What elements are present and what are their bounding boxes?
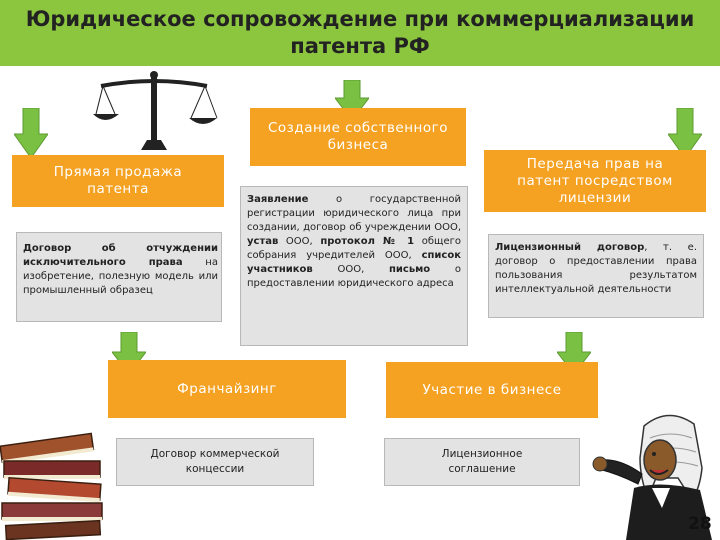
- direct-sale-box: Прямая продажа патента: [12, 155, 224, 207]
- license-transfer-details: Лицензионный договор, т. е. договор о пр…: [488, 234, 704, 318]
- franchising-box: Франчайзинг: [108, 360, 346, 418]
- business-participation-details: Лицензионное соглашение: [384, 438, 580, 486]
- own-business-details: Заявление о государственной регистрации …: [240, 186, 468, 346]
- license-transfer-box: Передача прав на патент посредством лице…: [484, 150, 706, 212]
- page-number: 28: [688, 514, 712, 534]
- judge-icon: [592, 414, 712, 540]
- page-title: Юридическое сопровождение при коммерциал…: [25, 7, 695, 58]
- title-bar: [0, 0, 720, 66]
- direct-sale-details: Договор об отчуждении исключительного пр…: [16, 232, 222, 322]
- business-participation-box: Участие в бизнесе: [386, 362, 598, 418]
- scales-icon: [93, 71, 218, 150]
- arrow-down-icon: [14, 108, 48, 158]
- books-icon: [0, 432, 103, 540]
- own-business-box: Создание собственного бизнеса: [250, 108, 466, 166]
- franchising-details: Договор коммерческой концессии: [116, 438, 314, 486]
- arrow-down-icon: [668, 108, 702, 158]
